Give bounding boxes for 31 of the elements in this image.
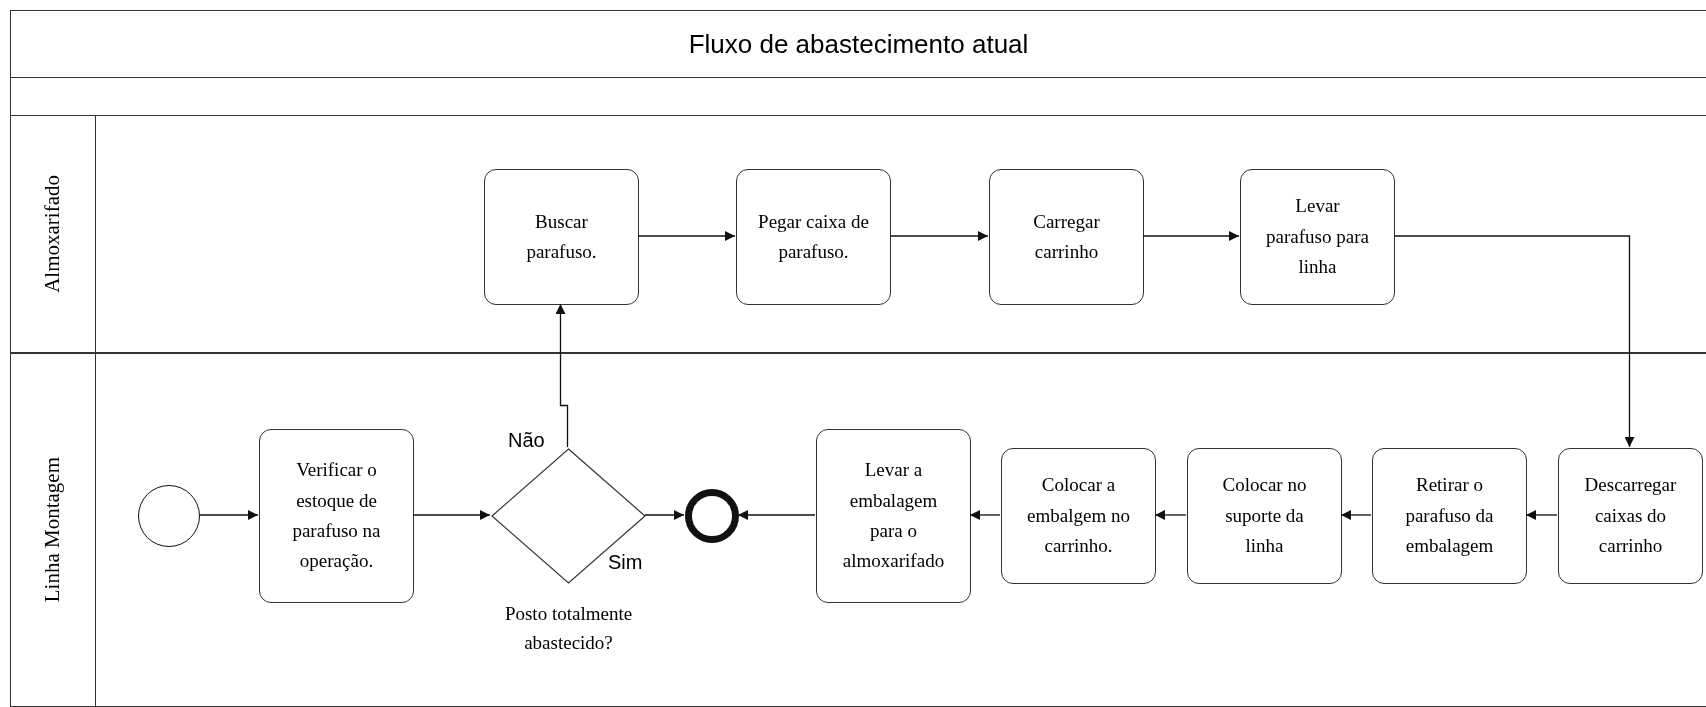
process-box: Levar a embalagem para o almoxarifado [816, 429, 971, 603]
process-box: Verificar o estoque de parafuso na operação. [259, 429, 414, 603]
process-box: Colocar a embalgem no carrinho. [1001, 448, 1156, 584]
arrow [1525, 510, 1558, 520]
diagram-title: Fluxo de abastecimento atual [688, 27, 1029, 61]
process-box: Carregar carrinho [989, 169, 1144, 305]
arrow [412, 510, 491, 520]
arrow [1142, 231, 1240, 241]
swimlane [10, 353, 1706, 707]
process-box: Levar parafuso para linha [1240, 169, 1395, 305]
arrow [637, 231, 736, 241]
arrow [1340, 510, 1372, 520]
arrow [1154, 510, 1187, 520]
lane-label: Linha Montagem [39, 457, 66, 603]
process-box: Buscar parafuso. [484, 169, 639, 305]
edge-label: Não [506, 430, 547, 450]
arrow [737, 510, 816, 520]
arrow [198, 510, 259, 520]
edge-label: Sim [606, 552, 645, 572]
process-box: Pegar caixa de parafuso. [736, 169, 891, 305]
arrow [1393, 235, 1635, 448]
process-box: Descarregar caixas do carrinho [1558, 448, 1703, 584]
arrow [644, 510, 685, 520]
arrow [889, 231, 989, 241]
process-box: Colocar no suporte da linha [1187, 448, 1342, 584]
process-box: Retirar o parafuso da embalagem [1372, 448, 1527, 584]
arrow [555, 303, 569, 448]
arrow [969, 510, 1001, 520]
decision-label: Posto totalmente abastecido? [503, 602, 634, 655]
lane-label: Almoxarifado [39, 175, 66, 293]
swimlane [10, 115, 1706, 353]
